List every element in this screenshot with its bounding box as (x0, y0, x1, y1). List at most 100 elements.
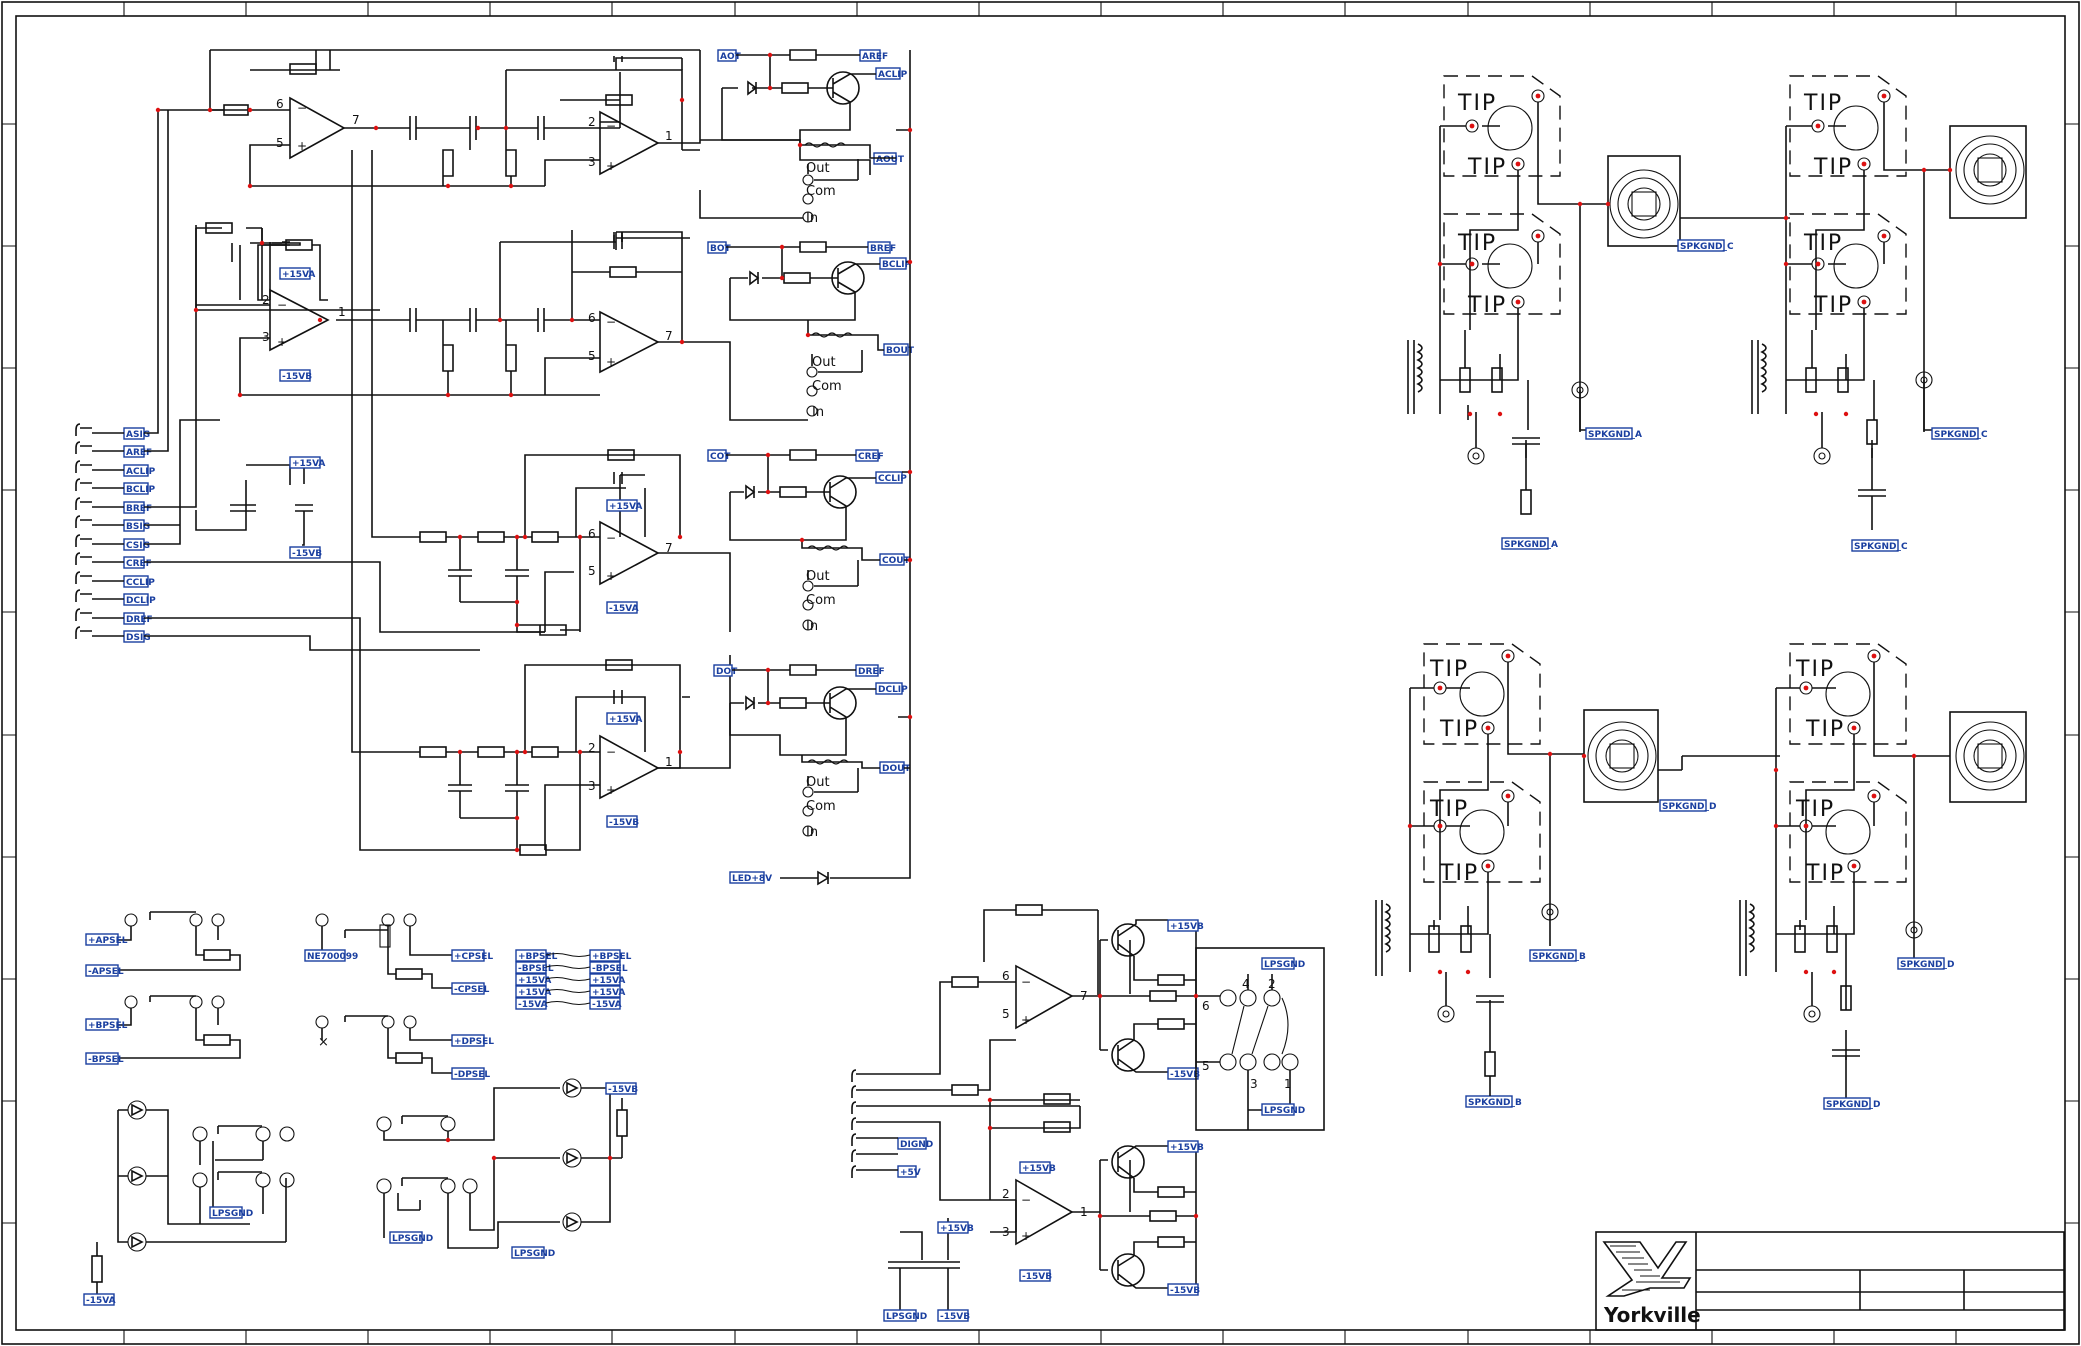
polarity-switches: +APSEL -APSEL +BPSEL -BPSEL NE700099 +CP… (85, 911, 632, 1080)
svg-text:3: 3 (588, 155, 596, 169)
svg-text:DOT: DOT (716, 667, 738, 677)
connector-tag-cclip: CCLIP (123, 575, 155, 588)
svg-text:-15VA: -15VA (592, 1000, 622, 1010)
svg-text:+: + (1021, 1229, 1031, 1243)
svg-text:3: 3 (262, 330, 270, 344)
tag-cpsel-minus: -CPSEL (451, 982, 490, 995)
svg-text:TIP: TIP (1805, 717, 1845, 742)
svg-text:−: − (606, 119, 616, 133)
channel-d-filter: 231 −+ +15VA -15VB (351, 150, 731, 856)
svg-text:DREF: DREF (858, 667, 885, 677)
led-supply: LED+8V (729, 50, 913, 886)
tag-p15vb-cap: +15VB (937, 1221, 974, 1234)
tag-spkgnd-c-2: SPKGND_C (1851, 539, 1908, 552)
svg-text:+15VA: +15VA (292, 459, 325, 469)
tag-bpsel-minus: -BPSEL (85, 1052, 124, 1065)
svg-text:-15VA: -15VA (609, 604, 639, 614)
svg-text:SPKGND_A: SPKGND_A (1588, 430, 1642, 440)
svg-text:+CPSEL: +CPSEL (454, 952, 493, 962)
svg-text:TIP: TIP (1805, 861, 1845, 886)
svg-text:+15VB: +15VB (1170, 922, 1204, 932)
tag-m15vb-in2: -15VB (1019, 1269, 1052, 1282)
svg-text:SPKGND_B: SPKGND_B (1532, 952, 1586, 962)
channel-c-filter: 657 −+ +15VA -15VA +15VA -15VB (195, 150, 731, 636)
speaker-section-ac: TIP TIP TIP TIP SPKGND_A SPKGND_A SPKGND… (1407, 75, 2027, 552)
tag-bot: BOT (707, 241, 732, 254)
svg-text:TIP: TIP (1467, 293, 1507, 318)
svg-text:+: + (297, 139, 307, 153)
svg-text:4: 4 (1242, 977, 1250, 991)
svg-text:2: 2 (1268, 977, 1276, 991)
svg-text:−: − (1021, 1193, 1031, 1207)
svg-text:2: 2 (1002, 1187, 1010, 1201)
tag-aot: AOT (717, 49, 742, 62)
tag-lpsgnd-1: LPSGND (209, 1206, 253, 1219)
svg-text:+15VA: +15VA (592, 988, 625, 998)
svg-text:+15VA: +15VA (609, 502, 642, 512)
svg-text:+BPSEL: +BPSEL (518, 952, 558, 962)
svg-text:×: × (318, 1035, 329, 1050)
svg-text:BOT: BOT (710, 244, 732, 254)
svg-text:6: 6 (276, 97, 284, 111)
power-bus-jumper: +BPSEL -BPSEL +15VA +15VA -15VA +BPSEL -… (515, 949, 632, 1010)
connector-tag-bclip: BCLIP (123, 482, 156, 495)
svg-text:6: 6 (588, 311, 596, 325)
svg-text:TIP: TIP (1429, 797, 1469, 822)
svg-text:−: − (606, 531, 616, 545)
svg-text:LPSGND: LPSGND (212, 1209, 253, 1219)
svg-text:TIP: TIP (1813, 155, 1853, 180)
tag-m15vb-led: -15VB (605, 1082, 638, 1095)
svg-text:LPSGND: LPSGND (1264, 960, 1305, 970)
channel-b-filter: 231 −+ 657 −+ +15VA -15VB (193, 222, 808, 421)
tag-m15va-led: -15VA (83, 1293, 116, 1306)
svg-text:+15VA: +15VA (282, 270, 315, 280)
svg-text:+APSEL: +APSEL (88, 936, 128, 946)
svg-text:2: 2 (588, 115, 596, 129)
svg-text:CREF: CREF (858, 452, 884, 462)
svg-text:LPSGND: LPSGND (886, 1312, 927, 1322)
tag-apsel-minus: -APSEL (85, 964, 124, 977)
tag-spkgnd-a-1: SPKGND_A (1585, 427, 1642, 440)
svg-text:SPKGND_D: SPKGND_D (1662, 802, 1716, 812)
tag-spkgnd-c-link: SPKGND_C (1677, 239, 1734, 252)
tag-cpsel-plus: +CPSEL (451, 949, 493, 962)
svg-text:+15VB: +15VB (1022, 1164, 1056, 1174)
svg-text:AREF: AREF (126, 448, 152, 458)
tag-m15vb-cap: -15VB (937, 1309, 970, 1322)
svg-text:+15VB: +15VB (1170, 1143, 1204, 1153)
tag-spkgnd-b-2: SPKGND_B (1465, 1095, 1522, 1108)
svg-text:+: + (606, 355, 616, 369)
svg-text:CSIG: CSIG (126, 541, 150, 551)
tag-p15va-b: +15VA (279, 267, 315, 280)
svg-text:COT: COT (710, 452, 731, 462)
svg-text:-15VB: -15VB (1170, 1070, 1200, 1080)
svg-text:AOT: AOT (720, 52, 742, 62)
svg-text:SPKGND_C: SPKGND_C (1680, 242, 1734, 252)
connector-tag-bsig: BSIG (123, 519, 150, 532)
tag-cot: COT (707, 449, 731, 462)
svg-text:TIP: TIP (1467, 155, 1507, 180)
svg-text:3: 3 (1002, 1225, 1010, 1239)
tag-digital-gnd: DIGND (897, 1137, 933, 1150)
connector-tag-dref: DREF (123, 612, 153, 625)
svg-text:TIP: TIP (1795, 797, 1835, 822)
tag-aout: AOUT (873, 152, 905, 165)
tag-p15vb-in2: +15VB (1019, 1161, 1056, 1174)
tag-p15va-c: +15VA (606, 499, 642, 512)
tag-spkgnd-d-2: SPKGND_D (1823, 1097, 1880, 1110)
svg-text:DREF: DREF (126, 615, 153, 625)
svg-text:SPKGND_C: SPKGND_C (1854, 542, 1908, 552)
tag-lpsgnd-3: LPSGND (511, 1246, 555, 1259)
svg-text:−: − (606, 745, 616, 759)
tag-m15vb-b: -15VB (279, 369, 312, 382)
svg-text:BCLIP: BCLIP (882, 260, 912, 270)
svg-text:-BPSEL: -BPSEL (592, 964, 628, 974)
svg-text:-BPSEL: -BPSEL (88, 1055, 124, 1065)
connector-tag-csig: CSIG (123, 538, 150, 551)
svg-text:ACLIP: ACLIP (126, 467, 156, 477)
svg-text:-BPSEL: -BPSEL (518, 964, 554, 974)
svg-text:Out: Out (806, 775, 830, 790)
tag-plus5v: +5V (897, 1165, 921, 1178)
tag-apsel-plus: +APSEL (85, 933, 128, 946)
